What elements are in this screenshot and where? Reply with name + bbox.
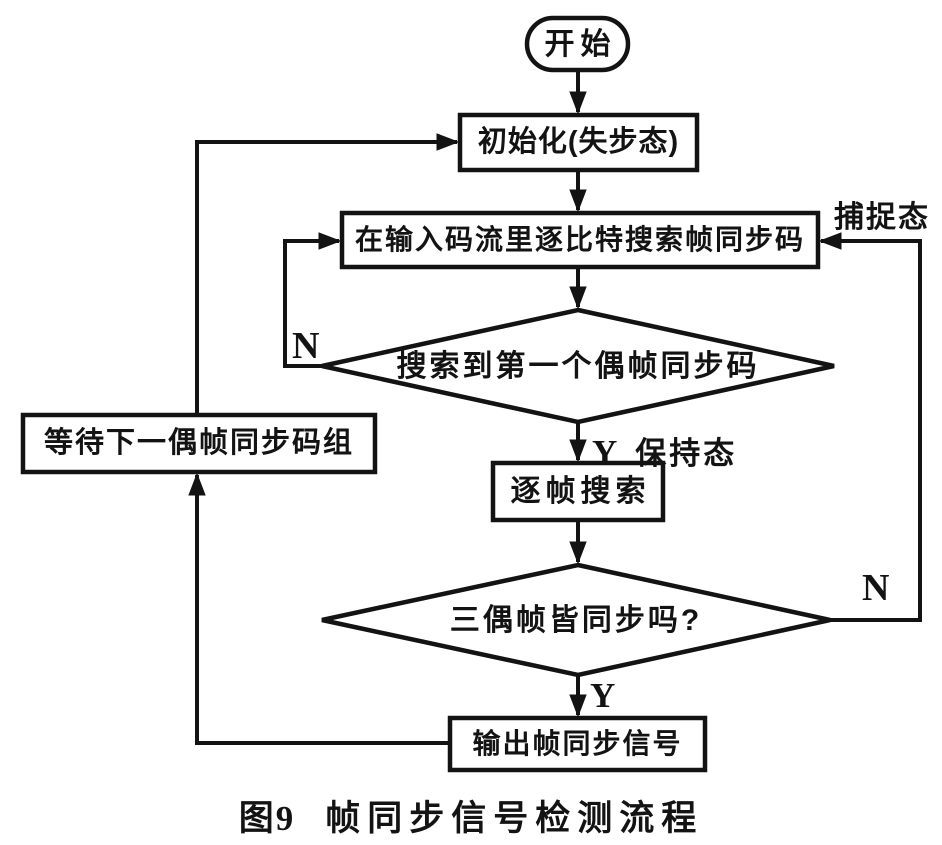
node-output-label: 输出帧同步信号 (472, 727, 683, 759)
node-frame-search-label: 逐帧搜索 (510, 475, 651, 508)
waitnext-box-shape (20, 412, 378, 475)
threesync-diamond-shape (321, 562, 831, 678)
branch-no-label-three-sync: N (862, 567, 890, 609)
framesearch-box-shape (490, 460, 666, 523)
node-bit-search-label: 在输入码流里逐比特搜索帧同步码 (354, 223, 805, 255)
figure-title: 帧同步信号检测流程 (325, 799, 704, 838)
edge-waitnext-to-init (195, 133, 460, 415)
node-wait-next-label: 等待下一偶帧同步码组 (43, 426, 354, 459)
hold-state-label: 保持态 (635, 436, 738, 471)
node-start-label: 开始 (544, 27, 617, 61)
edge-output-to-waitnext (188, 472, 450, 745)
capture-state-label: 捕捉态 (834, 201, 930, 234)
figure-caption: 图9 帧同步信号检测流程 (171, 790, 771, 841)
branch-yes-hold-state-group: Y 保持态 (592, 428, 737, 473)
edge-foundfirst-no-loop (283, 232, 342, 368)
init-box-shape (457, 112, 700, 173)
node-three-sync-label: 三偶帧皆同步吗? (449, 603, 703, 637)
node-found-first-label: 搜索到第一个偶帧同步码 (396, 349, 760, 383)
branch-yes-label-three-sync: Y (590, 676, 616, 715)
start-terminator-shape (524, 15, 631, 73)
branch-yes-label-found-first: Y (592, 433, 618, 472)
bitsearch-box-shape (339, 210, 821, 270)
node-init-label: 初始化(失步态) (477, 125, 680, 158)
foundfirst-diamond-shape (321, 307, 835, 425)
output-box-shape (447, 715, 708, 773)
branch-no-label-found-first: N (292, 325, 320, 367)
edge-threesync-no-loop (818, 232, 922, 622)
figure-number: 图9 (238, 799, 296, 838)
